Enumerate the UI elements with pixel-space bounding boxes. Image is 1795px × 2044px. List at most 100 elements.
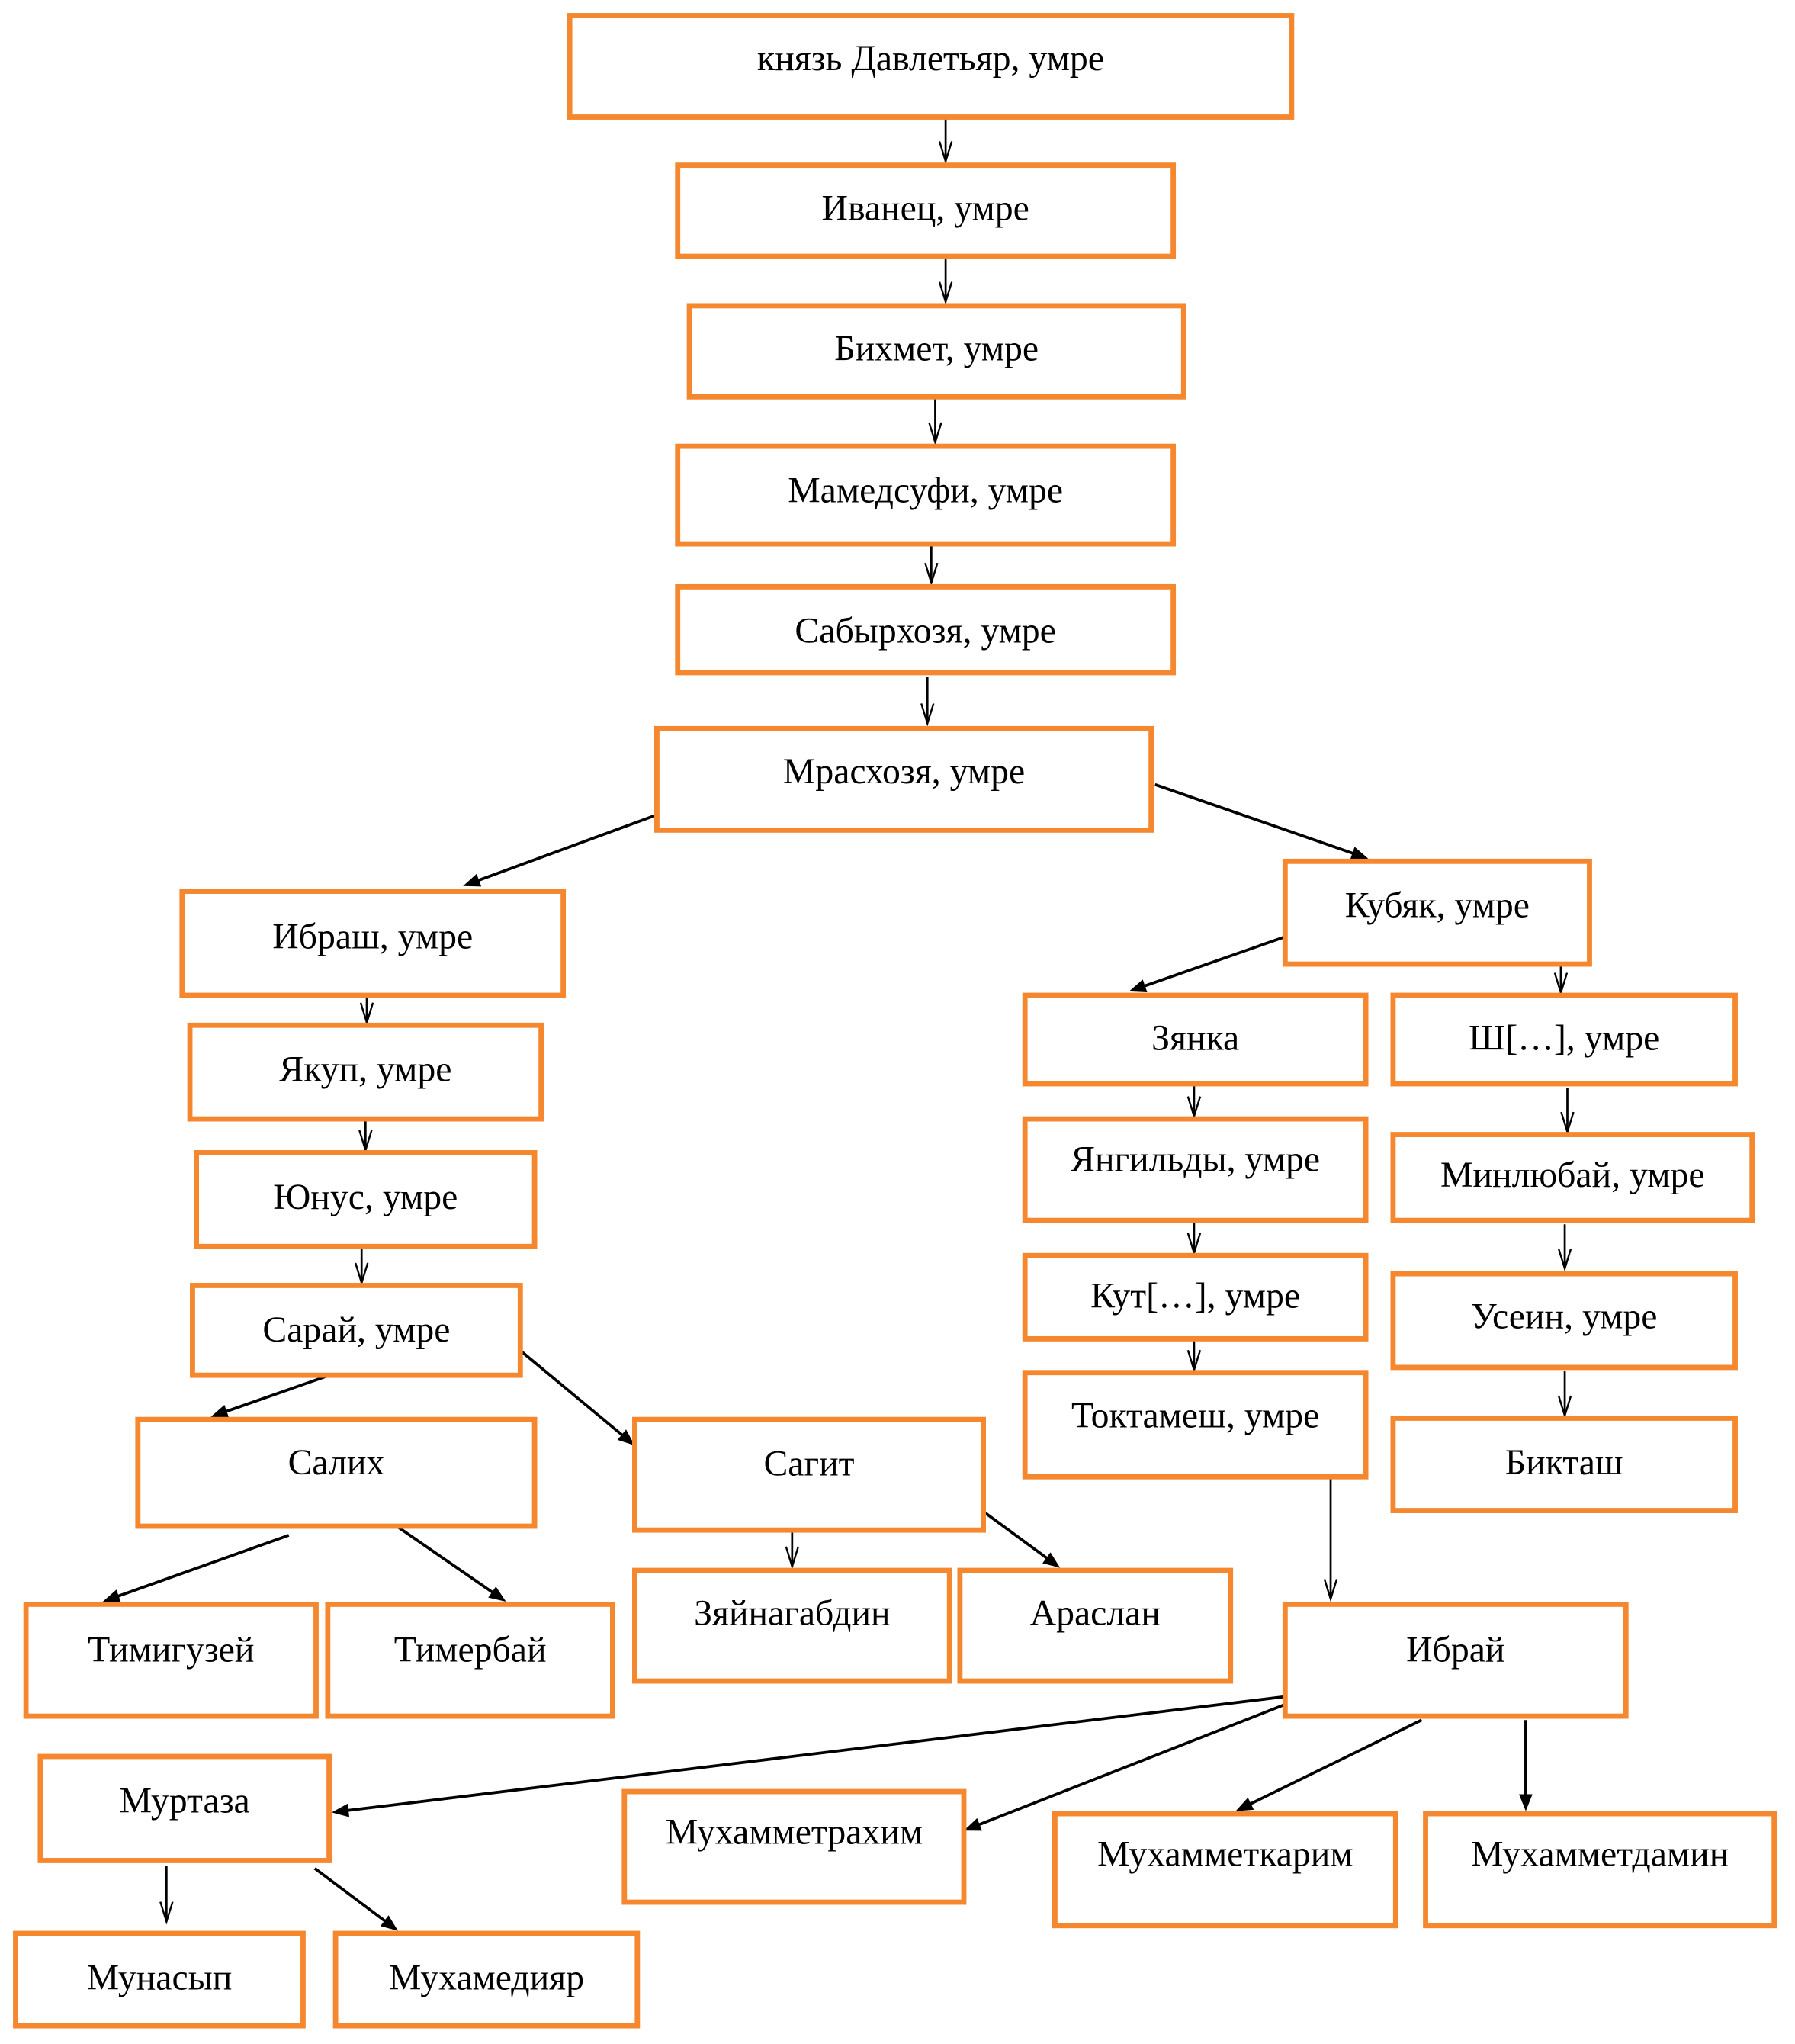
edge-ivanets-to-bikhmet xyxy=(938,256,953,305)
node-box xyxy=(632,1567,952,1684)
node-salikh: Салих xyxy=(135,1416,538,1529)
edge-yangildy-to-kut xyxy=(1186,1220,1202,1256)
node-minlyubay: Минлюбай, умре xyxy=(1390,1132,1755,1223)
arrowhead-icon xyxy=(920,703,935,727)
node-box xyxy=(1390,1132,1755,1223)
node-label: Янгильды, умре xyxy=(1071,1139,1320,1179)
node-label: Бихмет, умре xyxy=(834,329,1039,369)
node-label: Усеин, умре xyxy=(1471,1297,1658,1337)
node-label: князь Давлетьяр, умре xyxy=(757,38,1104,79)
edge-line xyxy=(116,1534,290,1599)
edges-layer xyxy=(102,117,1575,1931)
node-toktamesh: Токтамеш, умре xyxy=(1022,1370,1369,1480)
node-yakup: Якуп, умре xyxy=(187,1022,544,1122)
arrowhead-icon xyxy=(355,1262,369,1287)
edge-ibray-to-mukhammetdamin xyxy=(1519,1720,1533,1811)
node-label: Сарай, умре xyxy=(262,1310,450,1350)
edge-line xyxy=(977,1703,1286,1827)
edge-mamedsufi-to-sabyrkhozya xyxy=(924,544,939,587)
node-box xyxy=(190,1283,523,1378)
node-saray: Сарай, умре xyxy=(190,1283,523,1378)
edge-murtaza-to-mukhamediyar xyxy=(313,1867,398,1931)
node-box xyxy=(621,1788,967,1905)
node-label: Сагит xyxy=(763,1444,854,1484)
node-box xyxy=(1022,1116,1369,1223)
arrowhead-icon xyxy=(1042,1552,1061,1568)
node-label: Токтамеш, умре xyxy=(1071,1395,1319,1435)
edge-line xyxy=(223,1371,338,1414)
arrowhead-icon xyxy=(331,1803,350,1817)
node-yunus: Юнус, умре xyxy=(194,1150,538,1249)
node-label: Мунасып xyxy=(87,1957,233,1997)
node-label: Ибраш, умре xyxy=(272,917,473,957)
arrowhead-icon xyxy=(359,1002,374,1026)
node-sh: Ш[…], умре xyxy=(1390,992,1738,1087)
edge-ibray-to-mukhammetrakhim xyxy=(963,1703,1286,1831)
node-ibray: Ибрай xyxy=(1282,1601,1629,1719)
node-box xyxy=(1022,1252,1369,1342)
node-box xyxy=(654,725,1154,833)
node-box xyxy=(1390,992,1738,1087)
node-timerbay: Тимербай xyxy=(325,1601,615,1719)
node-box xyxy=(567,13,1295,120)
arrowhead-icon xyxy=(1557,1248,1572,1272)
node-box xyxy=(187,1022,544,1122)
node-sagit: Сагит xyxy=(632,1416,986,1533)
node-kut: Кут[…], умре xyxy=(1022,1252,1369,1342)
arrowhead-icon xyxy=(210,1405,230,1418)
edge-mraskhozya-to-kubyak xyxy=(1154,783,1369,860)
node-label: Мрасхозя, умре xyxy=(783,751,1025,792)
node-zyanka: Зянка xyxy=(1022,992,1369,1087)
arrowhead-icon xyxy=(928,422,942,446)
node-ivanets: Иванец, умре xyxy=(675,162,1177,259)
node-box xyxy=(135,1416,538,1529)
edge-yunus-to-saray xyxy=(355,1246,369,1287)
node-label: Тимигузей xyxy=(88,1629,254,1670)
node-box xyxy=(1022,992,1369,1087)
node-ibrash: Ибраш, умре xyxy=(179,889,567,998)
node-box xyxy=(1390,1271,1738,1371)
node-timiguzey: Тимигузей xyxy=(23,1601,319,1719)
node-box xyxy=(957,1567,1234,1684)
node-label: Мухамметрахим xyxy=(666,1811,923,1852)
edge-usein-to-biktash xyxy=(1557,1371,1572,1419)
edge-toktamesh-to-ibray xyxy=(1323,1477,1338,1602)
node-label: Араслан xyxy=(1030,1593,1161,1634)
edge-line xyxy=(519,1349,625,1438)
node-label: Зянка xyxy=(1151,1018,1239,1059)
edge-sagit-to-araslan xyxy=(981,1509,1061,1568)
node-box xyxy=(13,1930,306,2029)
node-box xyxy=(675,583,1177,676)
edge-davletyar-to-ivanets xyxy=(938,117,953,165)
node-box xyxy=(686,303,1186,400)
edge-minlyubay-to-usein xyxy=(1557,1224,1572,1272)
node-box xyxy=(179,889,567,998)
arrowhead-icon xyxy=(785,1546,800,1570)
node-box xyxy=(1282,858,1592,967)
node-box xyxy=(1423,1811,1777,1929)
node-label: Кубяк, умре xyxy=(1345,885,1530,926)
node-label: Сабырхозя, умре xyxy=(795,611,1055,651)
edge-zyanka-to-yangildy xyxy=(1186,1084,1202,1120)
node-mamedsufi: Мамедсуфи, умре xyxy=(675,443,1177,547)
edge-sagit-to-zyaynagabdin xyxy=(785,1530,800,1570)
node-mukhamediyar: Мухамедияр xyxy=(332,1930,641,2029)
node-mukhammetdamin: Мухамметдамин xyxy=(1423,1811,1777,1929)
node-mukhammetrakhim: Мухамметрахим xyxy=(621,1788,967,1905)
arrowhead-icon xyxy=(1323,1579,1338,1602)
node-label: Иванец, умре xyxy=(822,188,1029,228)
edge-salikh-to-timerbay xyxy=(396,1525,506,1602)
node-label: Зяйнагабдин xyxy=(694,1593,890,1634)
edge-murtaza-to-munasyp xyxy=(159,1866,174,1925)
node-mukhammetkarim: Мухамметкарим xyxy=(1052,1811,1398,1929)
edge-bikhmet-to-mamedsufi xyxy=(928,397,942,446)
node-box xyxy=(1052,1811,1398,1929)
arrowhead-icon xyxy=(463,873,482,887)
arrowhead-icon xyxy=(938,281,953,305)
node-box xyxy=(675,443,1177,547)
node-box xyxy=(1022,1370,1369,1480)
edge-kubyak-to-zyanka xyxy=(1129,935,1286,992)
node-box xyxy=(632,1416,986,1533)
node-usein: Усеин, умре xyxy=(1390,1271,1738,1371)
edge-kut-to-toktamesh xyxy=(1186,1339,1202,1374)
